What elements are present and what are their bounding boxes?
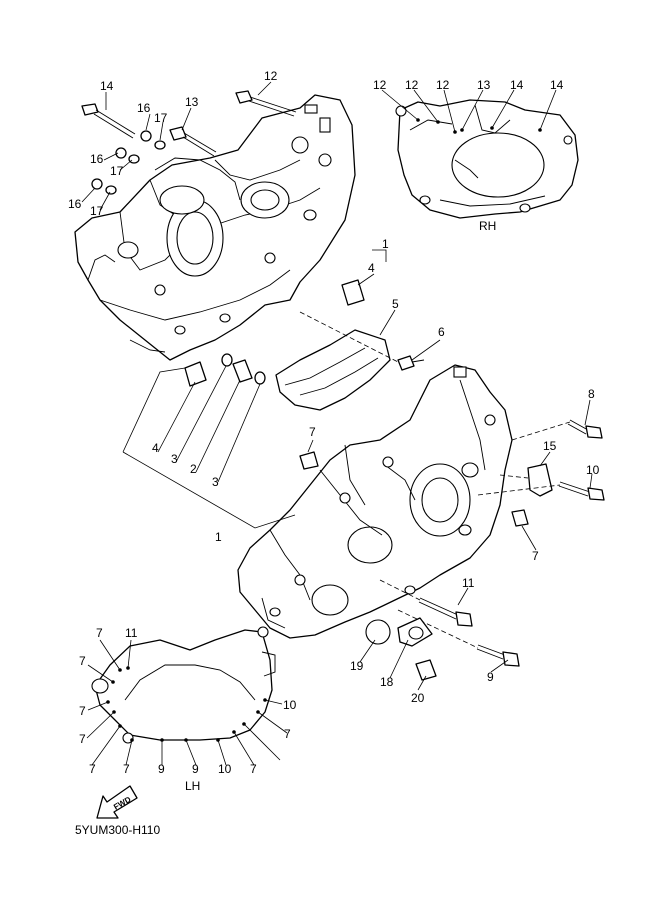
callout-14: 14 xyxy=(550,78,564,92)
callout-4: 4 xyxy=(152,441,159,455)
callout-3: 3 xyxy=(171,452,178,466)
callout-7: 7 xyxy=(532,549,539,563)
callout-9: 9 xyxy=(487,670,494,684)
upper-bolts xyxy=(81,90,297,195)
right-crankcase-half: RH xyxy=(395,99,579,233)
callout-11: 11 xyxy=(462,576,475,590)
callout-8: 8 xyxy=(588,387,595,401)
callout-17: 17 xyxy=(110,164,124,178)
lh-leaders xyxy=(86,639,288,766)
right-side-fasteners xyxy=(299,419,605,667)
callout-10: 10 xyxy=(586,463,600,477)
callout-7: 7 xyxy=(284,727,291,741)
callout-labels: 14 12 13 16 17 16 17 16 17 12 12 12 13 1… xyxy=(68,69,600,776)
callout-12: 12 xyxy=(436,78,450,92)
dowel-parts xyxy=(184,353,266,387)
callout-7: 7 xyxy=(79,732,86,746)
left-side-cover: LH xyxy=(91,626,276,793)
callout-13: 13 xyxy=(477,78,491,92)
center-leaders xyxy=(81,81,593,691)
callout-10: 10 xyxy=(283,698,297,712)
callout-7: 7 xyxy=(309,425,316,439)
callout-17: 17 xyxy=(154,111,168,125)
callout-12: 12 xyxy=(373,78,387,92)
callout-9: 9 xyxy=(192,762,199,776)
center-parts xyxy=(275,279,425,411)
callout-12: 12 xyxy=(264,69,278,83)
callout-9: 9 xyxy=(158,762,165,776)
callout-11: 11 xyxy=(125,626,138,640)
callout-14: 14 xyxy=(100,79,114,93)
callout-1: 1 xyxy=(215,530,222,544)
callout-7: 7 xyxy=(250,762,257,776)
callout-3: 3 xyxy=(212,475,219,489)
main-crankcase xyxy=(237,364,513,639)
callout-2: 2 xyxy=(190,462,197,476)
callout-7: 7 xyxy=(79,654,86,668)
callout-7: 7 xyxy=(123,762,130,776)
callout-17: 17 xyxy=(90,204,104,218)
callout-19: 19 xyxy=(350,659,364,673)
lh-side-label: LH xyxy=(185,779,200,793)
left-crankcase-half xyxy=(74,94,356,361)
callout-16: 16 xyxy=(137,101,151,115)
diagram-code: 5YUM300-H110 xyxy=(75,823,160,837)
callout-16: 16 xyxy=(68,197,82,211)
callout-13: 13 xyxy=(185,95,199,109)
callout-4: 4 xyxy=(368,261,375,275)
callout-7: 7 xyxy=(79,704,86,718)
callout-14: 14 xyxy=(510,78,524,92)
callout-16: 16 xyxy=(90,152,104,166)
callout-7: 7 xyxy=(89,762,96,776)
callout-12: 12 xyxy=(405,78,419,92)
rh-leaders xyxy=(381,89,557,134)
callout-18: 18 xyxy=(380,675,394,689)
bottom-center-parts xyxy=(365,617,437,681)
callout-6: 6 xyxy=(438,325,445,339)
callout-5: 5 xyxy=(392,297,399,311)
rh-side-label: RH xyxy=(479,219,496,233)
callout-10: 10 xyxy=(218,762,232,776)
callout-20: 20 xyxy=(411,691,425,705)
callout-15: 15 xyxy=(543,439,557,453)
callout-1: 1 xyxy=(382,237,389,251)
fwd-arrow-icon: FWD xyxy=(96,785,138,819)
callout-7: 7 xyxy=(96,626,103,640)
